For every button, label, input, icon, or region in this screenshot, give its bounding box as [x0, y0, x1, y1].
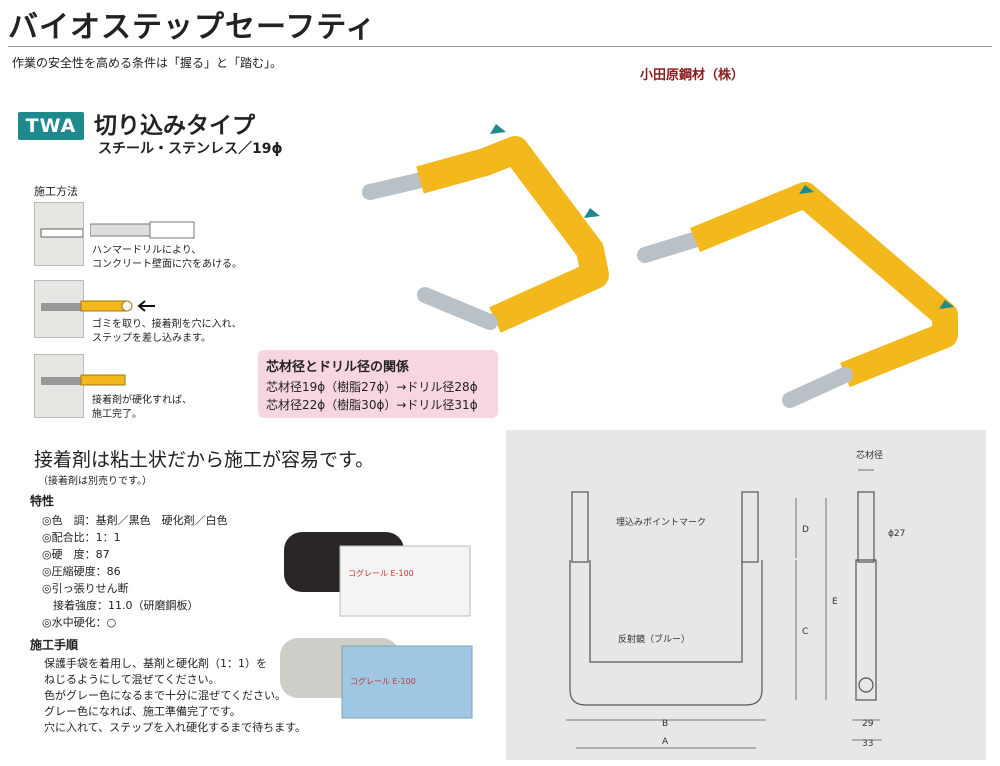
- package-1-label: コグレール E-100: [348, 569, 414, 578]
- marker-label: 埋込みポイントマーク: [616, 517, 706, 528]
- property-item: ◎配合比：1：1: [42, 531, 121, 544]
- step-photo-2: [637, 182, 958, 408]
- step1-illustration: [34, 202, 84, 266]
- step1-text: ハンマードリルにより、 コンクリート壁面に穴をあける。: [92, 245, 242, 270]
- properties-title: 特性: [30, 494, 55, 508]
- page-subtitle: 作業の安全性を高める条件は「握る」と「踏む」。: [12, 56, 283, 70]
- step-outline: [569, 560, 763, 706]
- type-title: 切り込みタイプ: [94, 113, 255, 139]
- property-item: 接着強度：11.0（研磨鋼板）: [42, 599, 199, 612]
- page-title: バイオステップセーフティ: [8, 10, 377, 45]
- step2-illustration: [34, 280, 155, 338]
- step3-text: 接着剤が硬化すれば、 施工完了。: [92, 395, 192, 420]
- property-item: ◎引っ張りせん断: [42, 582, 129, 595]
- company-name: 小田原鋼材（株）: [640, 68, 745, 83]
- phi-label: ϕ27: [888, 529, 905, 539]
- step-photo-1: [362, 124, 609, 333]
- property-item: ◎硬 度：87: [42, 548, 110, 561]
- procedure-line: 保護手袋を着用し、基剤と硬化剤（1：1）を: [44, 657, 267, 670]
- procedure-line: 穴に入れて、ステップを入れ硬化するまで待ちます。: [44, 721, 307, 734]
- material-spec: スチール・ステンレス／19ϕ: [98, 141, 283, 157]
- package-2-label: コグレール E-100: [350, 677, 416, 686]
- drill-info-box: [258, 350, 498, 418]
- dim-B: B: [662, 719, 668, 729]
- procedure-line: グレー色になれば、施工準備完了です。: [44, 705, 241, 718]
- package-2: [341, 645, 473, 719]
- drill-icon: [90, 221, 195, 239]
- dim-A: A: [662, 737, 669, 747]
- dim-D: D: [802, 525, 809, 535]
- property-item: ◎圧縮硬度：86: [42, 565, 121, 578]
- method-label: 施工方法: [34, 185, 78, 198]
- step3-illustration: [34, 354, 126, 418]
- drill-info-line2: 芯材径22ϕ（樹脂30ϕ）→ドリル径31ϕ: [266, 398, 478, 412]
- drill-info-line1: 芯材径19ϕ（樹脂27ϕ）→ドリル径28ϕ: [266, 380, 478, 394]
- dimension-diagram: 芯材径 ϕ27 埋込みポイントマーク 反射鏡（ブルー） D C E B A 29…: [506, 430, 986, 760]
- dim-E: E: [832, 597, 838, 607]
- step2-text: ゴミを取り、接着剤を穴に入れ、 ステップを差し込みます。: [92, 319, 242, 344]
- product-photos: [362, 124, 958, 408]
- property-item: ◎色 調：基剤／黒色 硬化剤／白色: [42, 514, 228, 527]
- procedure-line: ねじるようにして混ぜてください。: [44, 673, 220, 686]
- adhesive-note: （接着剤は別売りです。）: [38, 476, 152, 487]
- left-anchor: [571, 491, 589, 563]
- drill-info-title: 芯材径とドリル径の関係: [266, 360, 410, 375]
- procedure-line: 色がグレー色になるまで十分に混ぜてください。: [44, 689, 286, 702]
- package-1: [339, 545, 471, 617]
- adhesive-packages: [280, 532, 473, 719]
- adhesive-headline: 接着剤は粘土状だから施工が容易です。: [34, 449, 375, 471]
- property-item: ◎水中硬化：○: [42, 616, 117, 629]
- dim-29: 29: [862, 719, 874, 729]
- core-diameter-label: 芯材径: [856, 449, 883, 461]
- procedure-title: 施工手順: [30, 638, 79, 652]
- dim-C: C: [802, 627, 808, 637]
- right-anchor: [741, 491, 759, 563]
- reflector-label: 反射鏡（ブルー）: [618, 633, 690, 645]
- dim-33: 33: [862, 739, 873, 749]
- type-badge: TWA: [18, 112, 84, 140]
- title-divider: [8, 46, 992, 47]
